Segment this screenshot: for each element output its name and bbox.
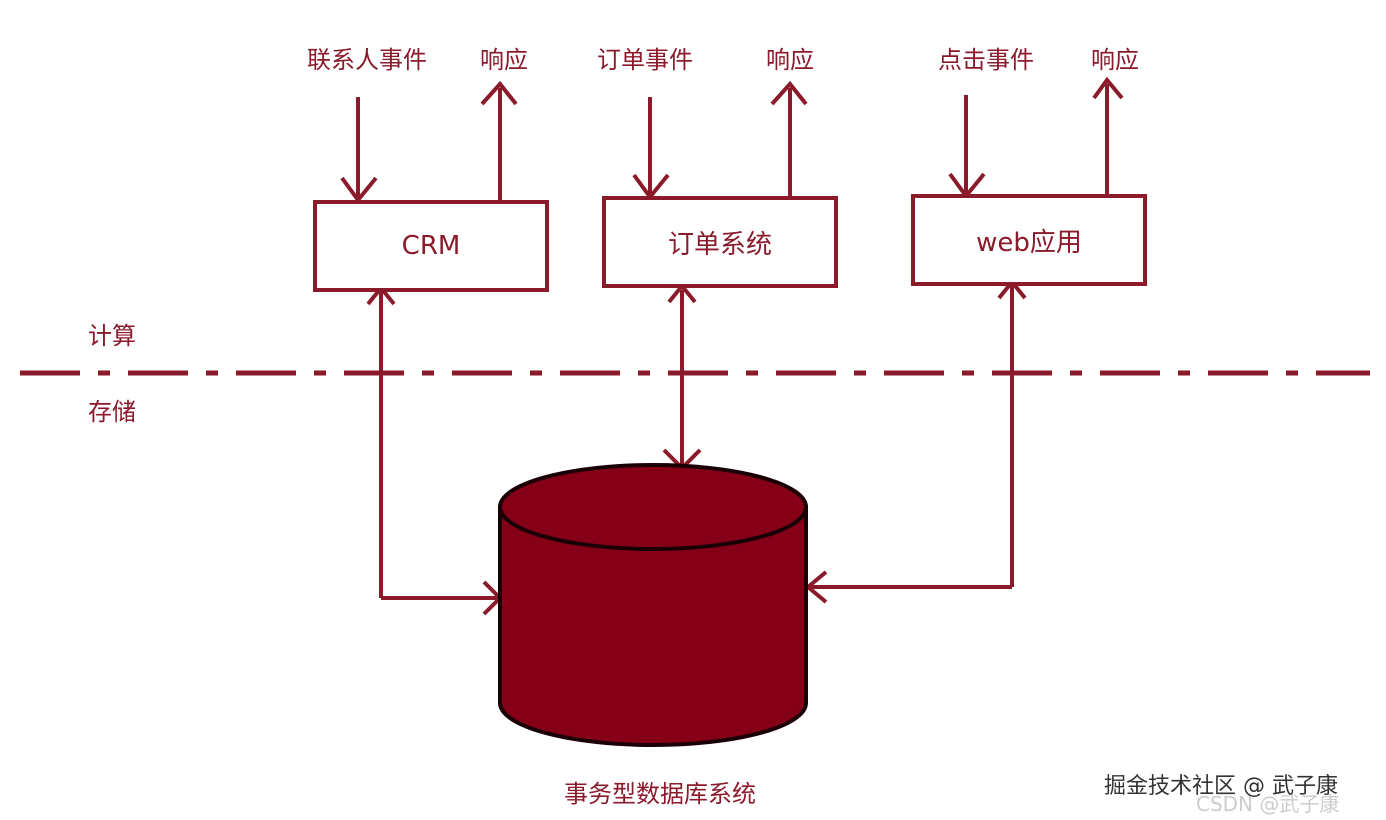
storage-layer-label: 存储 [88,398,136,426]
database-label: 事务型数据库系统 [564,780,756,808]
order-event-label: 订单事件 [597,46,693,74]
order-response-arrow [770,80,808,197]
web-response-arrow [1092,76,1124,195]
compute-layer-label: 计算 [88,322,136,350]
web-db-connector [804,278,1027,604]
crm-db-connector [366,284,503,616]
web-app-box: web应用 [911,194,1147,286]
crm-response-label: 响应 [480,46,528,74]
crm-event-arrow [340,97,378,204]
order-system-box: 订单系统 [602,196,838,288]
order-system-label: 订单系统 [667,229,772,260]
contact-event-label: 联系人事件 [307,46,427,74]
order-db-connector [662,282,702,471]
crm-box: CRM [313,200,549,292]
click-event-arrow [948,95,986,200]
web-app-label: web应用 [976,227,1082,258]
watermark-csdn: CSDN @武子康 [1196,792,1340,816]
crm-label: CRM [401,231,461,261]
web-response-label: 响应 [1091,46,1139,74]
order-event-arrow [632,97,670,201]
watermark-juejin: 掘金技术社区 @ 武子康 [1104,774,1338,799]
database-cylinder [498,463,808,747]
click-event-label: 点击事件 [938,46,1034,74]
crm-response-arrow [480,80,518,200]
order-response-label: 响应 [766,46,814,74]
